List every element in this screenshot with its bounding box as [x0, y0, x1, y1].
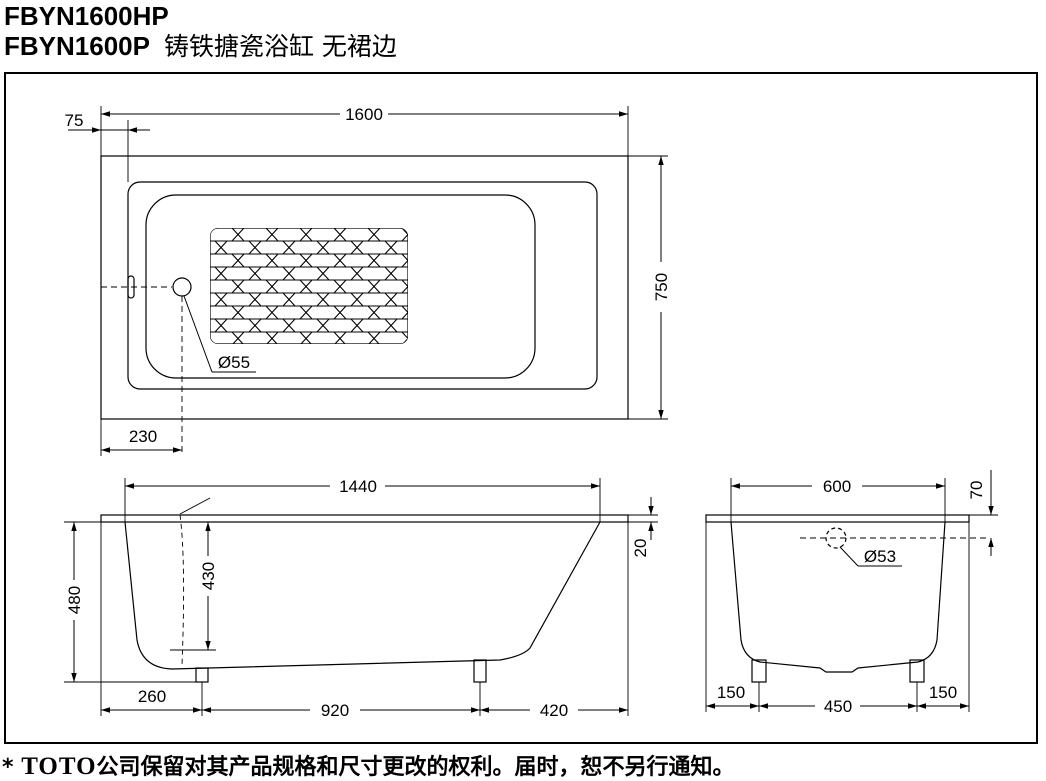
end-foot-right [909, 659, 925, 683]
dim-overall-height: 480 [65, 586, 84, 614]
end-body-profile [730, 521, 946, 673]
model-number-primary: FBYN1600HP [4, 1, 169, 31]
dim-inner-depth: 430 [199, 562, 218, 590]
end-rim [705, 514, 970, 523]
dim-end-feet-left: 150 [717, 683, 745, 702]
dim-inner-width: 600 [823, 477, 851, 496]
end-foot-left [751, 659, 767, 683]
side-view [64, 478, 658, 716]
model-number-secondary: FBYN1600P 铸铁搪瓷浴缸 无裙边 [4, 32, 397, 61]
dim-feet-offset-left: 260 [138, 687, 166, 706]
model-number-secondary-code: FBYN1600P [4, 31, 150, 61]
dim-overflow-diameter: Ø53 [864, 547, 896, 566]
side-body-profile [124, 521, 601, 670]
dim-rim-thickness: 20 [631, 539, 650, 558]
dimension-labels: 1600 75 750 230 Ø55 1440 480 430 20 260 … [65, 105, 986, 720]
product-description: 铸铁搪瓷浴缸 无裙边 [163, 32, 397, 61]
side-body-inner [179, 514, 185, 666]
plan-inner-basin [127, 181, 598, 390]
side-foot-right [473, 659, 487, 683]
dim-overall-length: 1600 [345, 105, 383, 124]
anti-slip-grate [210, 228, 408, 344]
side-foot-left [195, 667, 209, 683]
dim-feet-spacing: 920 [321, 701, 349, 720]
dim-feet-offset-right: 420 [540, 701, 568, 720]
drawing-frame [4, 72, 1038, 744]
dim-end-feet-spacing: 450 [824, 697, 852, 716]
dim-overall-width: 750 [652, 273, 671, 301]
end-view [705, 470, 998, 712]
dim-drain-offset: 230 [129, 427, 157, 446]
plan-basin-floor [145, 194, 536, 379]
plan-view [68, 106, 668, 456]
brand-name: TOTO [21, 753, 97, 780]
dim-overflow-height: 70 [967, 481, 986, 500]
dim-end-feet-right: 150 [929, 683, 957, 702]
side-rim [100, 514, 629, 523]
footnote-star: * [2, 755, 14, 780]
dim-drain-diameter: Ø55 [218, 353, 250, 372]
plan-outer-rim [100, 155, 629, 420]
drain-hole [172, 277, 192, 297]
dim-inner-length: 1440 [339, 477, 377, 496]
dim-overflow-offset: 75 [65, 111, 84, 130]
disclaimer-text: 公司保留对其产品规格和尺寸更改的权利。届时，恕不另行通知。 [96, 755, 735, 780]
disclaimer-footer: * TOTO公司保留对其产品规格和尺寸更改的权利。届时，恕不另行通知。 [2, 749, 735, 781]
